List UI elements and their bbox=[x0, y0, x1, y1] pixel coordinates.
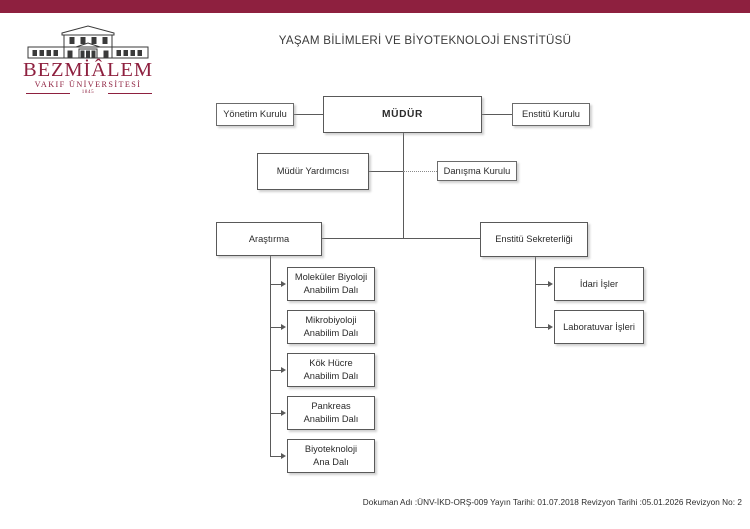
node-yonetim-kurulu-label: Yönetim Kurulu bbox=[223, 109, 287, 120]
logo-rule-left bbox=[26, 93, 70, 94]
connector-sekreterlik-vertical bbox=[535, 257, 536, 327]
arrow-molekuler-icon bbox=[281, 280, 286, 287]
connector-branch-mikrobiyoloji bbox=[270, 327, 282, 328]
connector-mudur-yonetim-kurulu bbox=[293, 114, 323, 115]
node-pankreas-label-line1: Pankreas bbox=[311, 401, 351, 412]
node-molekuler-biyoloji-label-line2: Anabilim Dalı bbox=[303, 285, 359, 295]
node-arastirma[interactable]: Araştırma bbox=[216, 222, 322, 256]
node-danisma-kurulu[interactable]: Danışma Kurulu bbox=[437, 161, 517, 181]
node-mudur-label: MÜDÜR bbox=[382, 108, 423, 120]
node-enstitu-kurulu[interactable]: Enstitü Kurulu bbox=[512, 103, 590, 126]
node-enstitu-sekreterligi-label: Enstitü Sekreterliği bbox=[495, 234, 573, 245]
connector-branch-laboratuvar bbox=[535, 327, 549, 328]
node-biyoteknoloji-label-line2: Ana Dalı bbox=[313, 457, 349, 467]
arrow-kok-hucre-icon bbox=[281, 366, 286, 373]
connector-danisma-kurulu-dotted bbox=[403, 171, 437, 172]
page-title: YAŞAM BİLİMLERİ VE BİYOTEKNOLOJİ ENSTİTÜ… bbox=[278, 34, 572, 47]
connector-mudur-yardimcisi bbox=[369, 171, 403, 172]
connector-level2-bus bbox=[322, 238, 480, 239]
logo-subtitle: VAKIF ÜNİVERSİTESİ bbox=[34, 80, 142, 89]
node-pankreas[interactable]: Pankreas Anabilim Dalı bbox=[287, 396, 375, 430]
connector-mudur-enstitu-kurulu bbox=[482, 114, 512, 115]
connector-branch-idari-isler bbox=[535, 284, 549, 285]
document-footer: Dokuman Adı :ÜNV-İKD-ORŞ-009 Yayın Tarih… bbox=[362, 498, 742, 507]
node-enstitu-kurulu-label: Enstitü Kurulu bbox=[522, 109, 580, 120]
connector-branch-pankreas bbox=[270, 413, 282, 414]
node-pankreas-label-line2: Anabilim Dalı bbox=[303, 414, 359, 424]
arrow-mikrobiyoloji-icon bbox=[281, 323, 286, 330]
node-mudur-yardimcisi-label: Müdür Yardımcısı bbox=[276, 166, 350, 177]
node-biyoteknoloji[interactable]: Biyoteknoloji Ana Dalı bbox=[287, 439, 375, 473]
university-logo: BEZMİÂLEM VAKIF ÜNİVERSİTESİ 1845 bbox=[18, 24, 158, 96]
node-kok-hucre-label-line2: Anabilim Dalı bbox=[303, 371, 359, 381]
arrow-laboratuvar-icon bbox=[548, 323, 553, 330]
logo-founding-year: 1845 bbox=[81, 90, 95, 95]
connector-arastirma-vertical bbox=[270, 256, 271, 456]
node-laboratuvar-isleri[interactable]: Laboratuvar İşleri bbox=[554, 310, 644, 344]
node-enstitu-sekreterligi[interactable]: Enstitü Sekreterliği bbox=[480, 222, 588, 257]
node-laboratuvar-isleri-label: Laboratuvar İşleri bbox=[563, 321, 635, 332]
node-idari-isler-label: İdari İşler bbox=[579, 278, 619, 289]
historic-building-icon bbox=[27, 25, 149, 59]
connector-trunk-vertical bbox=[403, 132, 404, 238]
node-mikrobiyoloji[interactable]: Mikrobiyoloji Anabilim Dalı bbox=[287, 310, 375, 344]
node-biyoteknoloji-label-line1: Biyoteknoloji bbox=[304, 444, 358, 455]
node-danisma-kurulu-label: Danışma Kurulu bbox=[443, 165, 511, 176]
node-kok-hucre-label-line1: Kök Hücre bbox=[309, 358, 353, 369]
node-arastirma-label: Araştırma bbox=[248, 233, 290, 244]
node-molekuler-biyoloji[interactable]: Moleküler Biyoloji Anabilim Dalı bbox=[287, 267, 375, 301]
arrow-biyoteknoloji-icon bbox=[281, 452, 286, 459]
accent-top-bar bbox=[0, 0, 750, 13]
connector-branch-biyoteknoloji bbox=[270, 456, 282, 457]
arrow-idari-isler-icon bbox=[548, 280, 553, 287]
node-molekuler-biyoloji-label-line1: Moleküler Biyoloji bbox=[294, 272, 368, 283]
node-idari-isler[interactable]: İdari İşler bbox=[554, 267, 644, 301]
node-yonetim-kurulu[interactable]: Yönetim Kurulu bbox=[216, 103, 294, 126]
connector-branch-kok-hucre bbox=[270, 370, 282, 371]
logo-rule-right bbox=[108, 93, 152, 94]
logo-wordmark: BEZMİÂLEM bbox=[23, 59, 153, 81]
arrow-pankreas-icon bbox=[281, 409, 286, 416]
node-mudur-yardimcisi[interactable]: Müdür Yardımcısı bbox=[257, 153, 369, 190]
node-mikrobiyoloji-label-line1: Mikrobiyoloji bbox=[305, 315, 357, 326]
node-mudur[interactable]: MÜDÜR bbox=[323, 96, 482, 133]
connector-branch-molekuler bbox=[270, 284, 282, 285]
node-kok-hucre[interactable]: Kök Hücre Anabilim Dalı bbox=[287, 353, 375, 387]
node-mikrobiyoloji-label-line2: Anabilim Dalı bbox=[303, 328, 359, 338]
